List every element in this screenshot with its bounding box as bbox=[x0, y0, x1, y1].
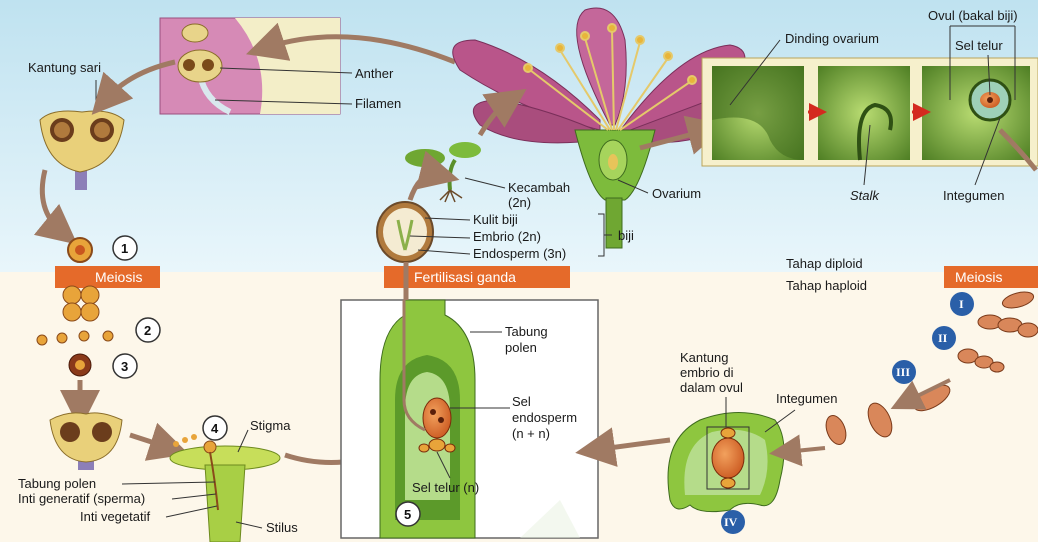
svg-text:(2n): (2n) bbox=[508, 195, 531, 210]
step-2-marker: 2 bbox=[136, 318, 160, 342]
svg-text:Meiosis: Meiosis bbox=[955, 269, 1002, 285]
svg-text:Integumen: Integumen bbox=[943, 188, 1004, 203]
svg-text:Kecambah: Kecambah bbox=[508, 180, 570, 195]
svg-text:Integumen: Integumen bbox=[776, 391, 837, 406]
svg-text:Meiosis: Meiosis bbox=[95, 269, 142, 285]
svg-text:endosperm: endosperm bbox=[512, 410, 577, 425]
svg-text:dalam ovul: dalam ovul bbox=[680, 380, 743, 395]
svg-text:Tabung polen: Tabung polen bbox=[18, 476, 96, 491]
svg-text:1: 1 bbox=[121, 241, 128, 256]
kantung-sari-label: Kantung sari bbox=[28, 60, 101, 75]
anther-inset bbox=[160, 18, 340, 114]
ovule-panels bbox=[702, 58, 1038, 166]
step-3-marker: 3 bbox=[113, 354, 137, 378]
svg-text:Anther: Anther bbox=[355, 66, 394, 81]
svg-text:5: 5 bbox=[404, 507, 411, 522]
svg-text:III: III bbox=[896, 365, 910, 379]
svg-text:Sel: Sel bbox=[512, 394, 531, 409]
tahap-haploid-label: Tahap haploid bbox=[786, 278, 867, 293]
svg-text:Kulit biji: Kulit biji bbox=[473, 212, 518, 227]
stage-ii-marker: II bbox=[932, 326, 956, 350]
svg-text:4: 4 bbox=[211, 421, 219, 436]
svg-text:(n + n): (n + n) bbox=[512, 426, 550, 441]
stage-i-marker: I bbox=[950, 292, 974, 316]
seed bbox=[377, 202, 433, 262]
step-4-marker: 4 bbox=[203, 416, 227, 440]
step-1-marker: 1 bbox=[113, 236, 137, 260]
svg-text:embrio di: embrio di bbox=[680, 365, 734, 380]
svg-text:polen: polen bbox=[505, 340, 537, 355]
svg-text:Filamen: Filamen bbox=[355, 96, 401, 111]
svg-text:Stigma: Stigma bbox=[250, 418, 291, 433]
svg-text:Sel telur: Sel telur bbox=[955, 38, 1003, 53]
tahap-diploid-label: Tahap diploid bbox=[786, 256, 863, 271]
svg-text:Stilus: Stilus bbox=[266, 520, 298, 535]
pollen-mother-cell bbox=[68, 238, 92, 262]
svg-text:Sel telur (n): Sel telur (n) bbox=[412, 480, 479, 495]
stage-iv-marker: IV bbox=[721, 510, 745, 534]
fertilisasi-band: Fertilisasi ganda bbox=[384, 266, 570, 288]
svg-text:I: I bbox=[959, 297, 964, 311]
svg-text:Ovarium: Ovarium bbox=[652, 186, 701, 201]
pollen-grain bbox=[69, 354, 91, 376]
svg-text:Endosperm (3n): Endosperm (3n) bbox=[473, 246, 566, 261]
svg-text:Stalk: Stalk bbox=[850, 188, 880, 203]
svg-text:Kantung: Kantung bbox=[680, 350, 728, 365]
svg-text:Dinding ovarium: Dinding ovarium bbox=[785, 31, 879, 46]
svg-text:II: II bbox=[938, 331, 948, 345]
svg-text:2: 2 bbox=[144, 323, 151, 338]
stage-iii-marker: III bbox=[892, 360, 916, 384]
svg-text:Inti generatif (sperma): Inti generatif (sperma) bbox=[18, 491, 145, 506]
svg-text:Inti vegetatif: Inti vegetatif bbox=[80, 509, 150, 524]
svg-text:Ovul (bakal biji): Ovul (bakal biji) bbox=[928, 8, 1018, 23]
svg-text:Embrio (2n): Embrio (2n) bbox=[473, 229, 541, 244]
step-5-marker: 5 bbox=[396, 502, 420, 526]
svg-text:3: 3 bbox=[121, 359, 128, 374]
svg-text:IV: IV bbox=[724, 515, 738, 529]
svg-text:Tabung: Tabung bbox=[505, 324, 548, 339]
svg-text:Fertilisasi ganda: Fertilisasi ganda bbox=[414, 269, 516, 285]
meiosis-left-band: Meiosis bbox=[55, 266, 160, 288]
svg-text:biji: biji bbox=[618, 228, 634, 243]
meiosis-right-band: Meiosis bbox=[944, 266, 1038, 288]
